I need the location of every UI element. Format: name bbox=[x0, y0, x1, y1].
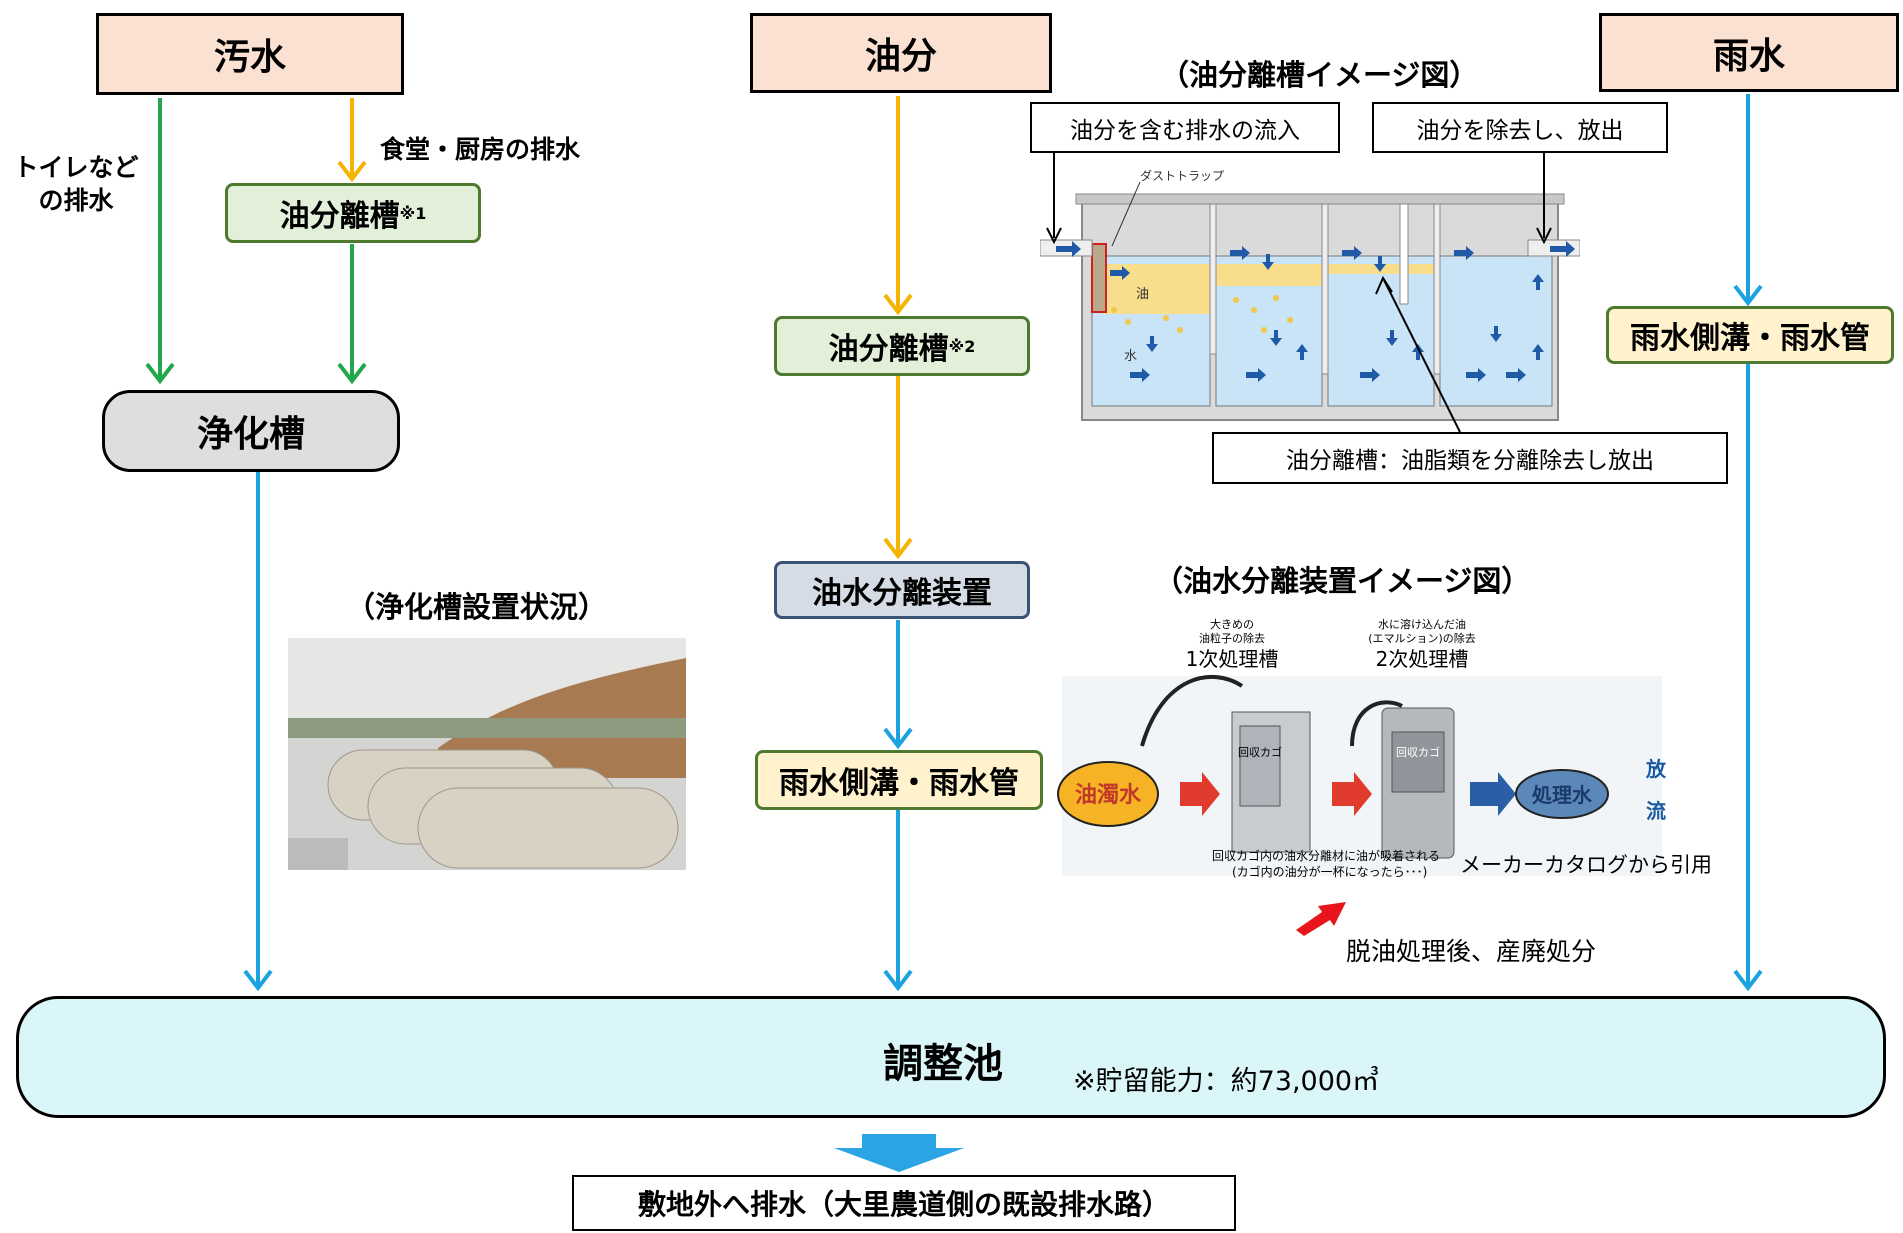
source-sewage-label: 汚水 bbox=[213, 37, 286, 78]
ows-treated-water: 処理水 bbox=[1532, 783, 1593, 807]
orange-arrows bbox=[337, 96, 913, 560]
oil-separator-1-note: ※1 bbox=[399, 203, 427, 223]
source-oil: 油分 bbox=[750, 13, 1052, 93]
ows-release-1: 放 bbox=[1645, 757, 1667, 781]
ows-dirty-water: 油濁水 bbox=[1075, 783, 1142, 808]
septic-photo bbox=[288, 638, 686, 870]
oil-outflow-callout: 油分を除去し、放出 bbox=[1372, 102, 1668, 153]
ows-basket2: 回収カゴ bbox=[1396, 745, 1440, 759]
ows-release-2: 流 bbox=[1646, 799, 1666, 823]
rain-ditch-right: 雨水側溝・雨水管 bbox=[1606, 306, 1894, 364]
oil-water-separator-label: 油水分離装置 bbox=[812, 576, 992, 611]
ows-diagram: 大きめの 油粒子の除去 1次処理槽 水に溶け込んだ油 (エマルション)の除去 2… bbox=[1057, 617, 1667, 879]
oil-separator-2-note: ※2 bbox=[948, 336, 976, 356]
deoil-arrow-icon bbox=[1296, 902, 1346, 936]
toilet-label-line1: トイレなど bbox=[13, 153, 139, 182]
oil-inflow-callout: 油分を含む排水の流入 bbox=[1030, 102, 1340, 153]
ows-stage1-note2: 油粒子の除去 bbox=[1199, 631, 1265, 645]
pond-label: 調整池 bbox=[883, 1041, 1003, 1087]
oil-water-separator: 油水分離装置 bbox=[774, 561, 1030, 619]
adjustment-pond: 調整池 ※貯留能力：約73,000㎥ bbox=[16, 996, 1886, 1118]
discharge-box: 敷地外へ排水（大里農道側の既設排水路） bbox=[572, 1175, 1236, 1231]
rain-ditch-middle-label: 雨水側溝・雨水管 bbox=[779, 766, 1019, 801]
tank-water-label: 水 bbox=[1124, 349, 1137, 364]
ows-figure-title: （油水分離装置イメージ図） bbox=[1154, 564, 1531, 598]
oil-separator-figure-title: （油分離槽イメージ図） bbox=[1160, 58, 1479, 92]
source-oil-label: 油分 bbox=[864, 36, 937, 77]
dust-trap-label: ダストトラップ bbox=[1140, 168, 1224, 183]
ows-source-note: メーカーカタログから引用 bbox=[1460, 853, 1712, 877]
ows-basket1: 回収カゴ bbox=[1238, 745, 1282, 759]
source-sewage: 汚水 bbox=[96, 13, 404, 95]
pond-capacity: ※貯留能力：約73,000㎥ bbox=[1073, 1066, 1380, 1097]
septic-tank: 浄化槽 bbox=[102, 390, 400, 472]
oil-separator-1-label: 油分離槽 bbox=[279, 199, 400, 234]
discharge-arrow bbox=[834, 1134, 964, 1172]
oil-separator-2: 油分離槽※2 bbox=[774, 316, 1030, 376]
ows-caption-2: (カゴ内の油分が一杯になったら･･･) bbox=[1232, 864, 1427, 879]
ows-stage1: 1次処理槽 bbox=[1186, 647, 1279, 671]
oil-separator-diagram: ダストトラップ 油 水 bbox=[1040, 168, 1580, 421]
ows-stage1-note1: 大きめの bbox=[1210, 617, 1254, 631]
rain-ditch-right-label: 雨水側溝・雨水管 bbox=[1630, 321, 1870, 356]
deoil-note: 脱油処理後、産廃処分 bbox=[1346, 937, 1597, 966]
discharge-label: 敷地外へ排水（大里農道側の既設排水路） bbox=[637, 1188, 1170, 1221]
ows-stage2-note2: (エマルション)の除去 bbox=[1368, 631, 1476, 645]
blue-arrows bbox=[243, 94, 1763, 992]
tank-oil-label: 油 bbox=[1136, 287, 1149, 302]
rain-ditch-middle: 雨水側溝・雨水管 bbox=[755, 750, 1043, 810]
oil-separator-caption: 油分離槽：油脂類を分離除去し放出 bbox=[1212, 432, 1728, 484]
source-rain: 雨水 bbox=[1599, 13, 1899, 92]
ows-stage2: 2次処理槽 bbox=[1376, 647, 1469, 671]
green-arrows bbox=[145, 98, 367, 385]
ows-stage2-note1: 水に溶け込んだ油 bbox=[1378, 617, 1466, 631]
oil-separator-2-label: 油分離槽 bbox=[828, 332, 949, 367]
ows-caption-1: 回収カゴ内の油水分離材に油が吸着される bbox=[1212, 848, 1440, 863]
source-rain-label: 雨水 bbox=[1712, 35, 1785, 77]
toilet-label-line2: の排水 bbox=[38, 185, 114, 215]
kitchen-label: 食堂・厨房の排水 bbox=[380, 135, 581, 164]
septic-photo-title: （浄化槽設置状況） bbox=[346, 590, 608, 624]
septic-tank-label: 浄化槽 bbox=[196, 414, 305, 455]
toilet-label: トイレなど の排水 bbox=[6, 152, 146, 217]
oil-separator-1: 油分離槽※1 bbox=[225, 183, 481, 243]
